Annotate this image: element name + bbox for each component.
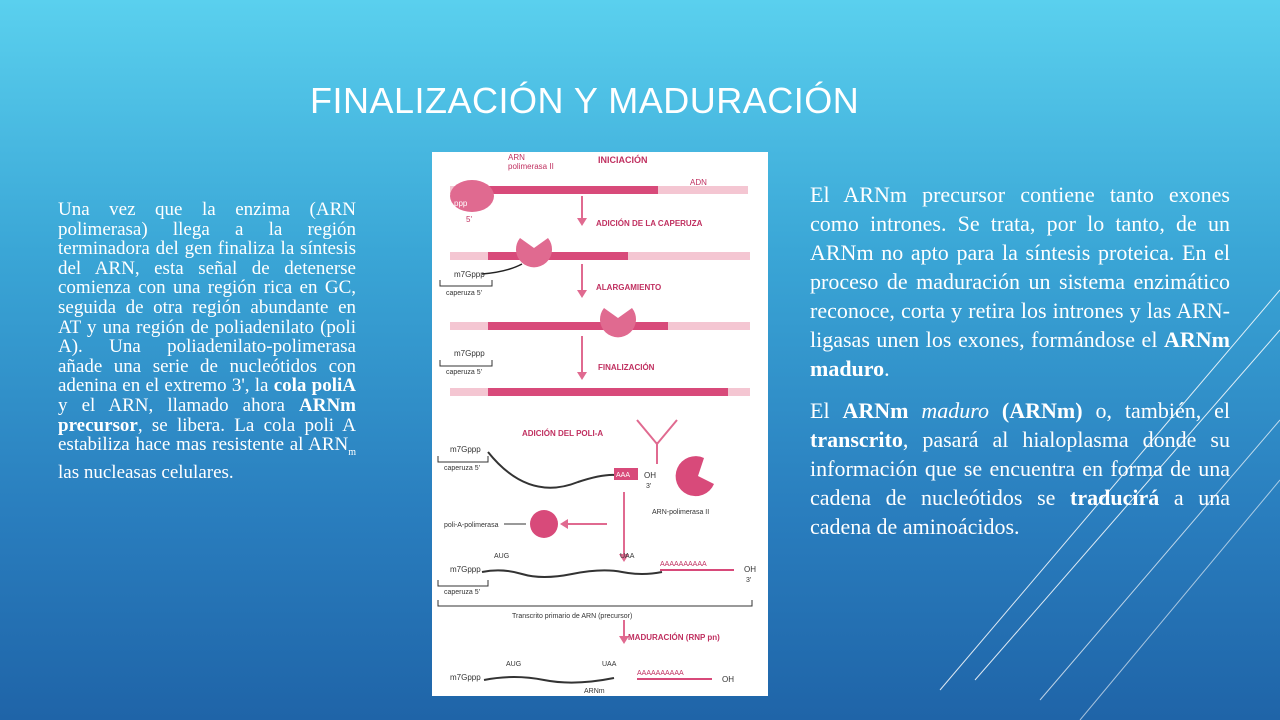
label-caperuza: caperuza 5' [444, 465, 480, 472]
label-oh: OH [644, 471, 656, 480]
label-caperuza: caperuza 5' [446, 369, 482, 376]
transcription-diagram: ARN polimerasa II INICIACIÓN ADN ppp 5' … [432, 152, 768, 696]
label-uaa: UAA [602, 661, 617, 668]
label-ppp: ppp [454, 199, 468, 208]
label-oh: OH [744, 565, 756, 574]
left-paragraph: Una vez que la enzima (ARN polimerasa) l… [58, 200, 356, 482]
label-aaa: AAA [616, 472, 630, 479]
label-arn-polimerasa-ii: ARN-polimerasa II [652, 509, 709, 516]
label-poly-tail: AAAAAAAAAA [660, 561, 707, 568]
right-paragraphs: El ARNm precursor contiene tanto exones … [810, 180, 1230, 554]
bold-traducira: traducirá [1070, 485, 1160, 510]
label-maduracion: MADURACIÓN (RNP pn) [628, 633, 720, 642]
label-3prime: 3' [746, 577, 751, 584]
bold-transcrito: transcrito [810, 427, 903, 452]
label-arn: ARN [508, 153, 525, 162]
label-arnm: ARNm [584, 688, 605, 695]
right-paragraph-1: El ARNm precursor contiene tanto exones … [810, 182, 1230, 381]
left-bold-arnm-precursor: ARNm precursor [58, 394, 356, 436]
slide-title: FINALIZACIÓN Y MADURACIÓN [310, 80, 860, 121]
label-m7gppp: m7Gppp [454, 349, 485, 358]
label-adicion-caperuza: ADICIÓN DE LA CAPERUZA [596, 219, 703, 228]
left-text-part: y el ARN, llamado ahora [58, 394, 299, 416]
label-oh: OH [722, 675, 734, 684]
label-m7gppp: m7Gppp [450, 673, 481, 682]
left-bold-cola-polia: cola poliA [273, 375, 357, 397]
label-adicion-polia: ADICIÓN DEL POLI-A [522, 429, 603, 438]
label-m7gppp: m7Gppp [450, 445, 481, 454]
left-text-part: las nucleasas celulares. [58, 461, 234, 483]
label-finalizacion: FINALIZACIÓN [598, 363, 655, 372]
left-subscript: m [348, 446, 356, 458]
bold-arnm-maduro: ARNm maduro [810, 327, 1230, 381]
left-text-part: Una vez que la enzima (ARN polimerasa) l… [58, 199, 356, 397]
label-m7gppp: m7Gppp [454, 270, 485, 279]
label-caperuza: caperuza 5' [444, 589, 480, 596]
label-poly-tail: AAAAAAAAAA [637, 670, 684, 677]
label-aug: AUG [506, 661, 521, 668]
left-text-part: , se libera. La cola poli A estabiliza h… [58, 414, 356, 456]
right-paragraph-2: El ARNm maduro (ARNm) o, también, el tra… [810, 398, 1231, 539]
label-alargamiento: ALARGAMIENTO [596, 283, 661, 292]
label-aug: AUG [494, 553, 509, 560]
label-adn: ADN [690, 178, 707, 187]
label-iniciacion: INICIACIÓN [598, 154, 648, 165]
label-3prime: 3' [646, 483, 651, 490]
label-transcrito-primario: Transcrito primario de ARN (precursor) [512, 613, 632, 620]
label-uaa: UAA [620, 553, 635, 560]
label-polimerasa-ii: polimerasa II [508, 162, 554, 171]
label-poli-a-polimerasa: poli-A-polimerasa [444, 522, 499, 529]
label-m7gppp: m7Gppp [450, 565, 481, 574]
label-5prime: 5' [466, 215, 472, 224]
label-caperuza: caperuza 5' [446, 290, 482, 297]
